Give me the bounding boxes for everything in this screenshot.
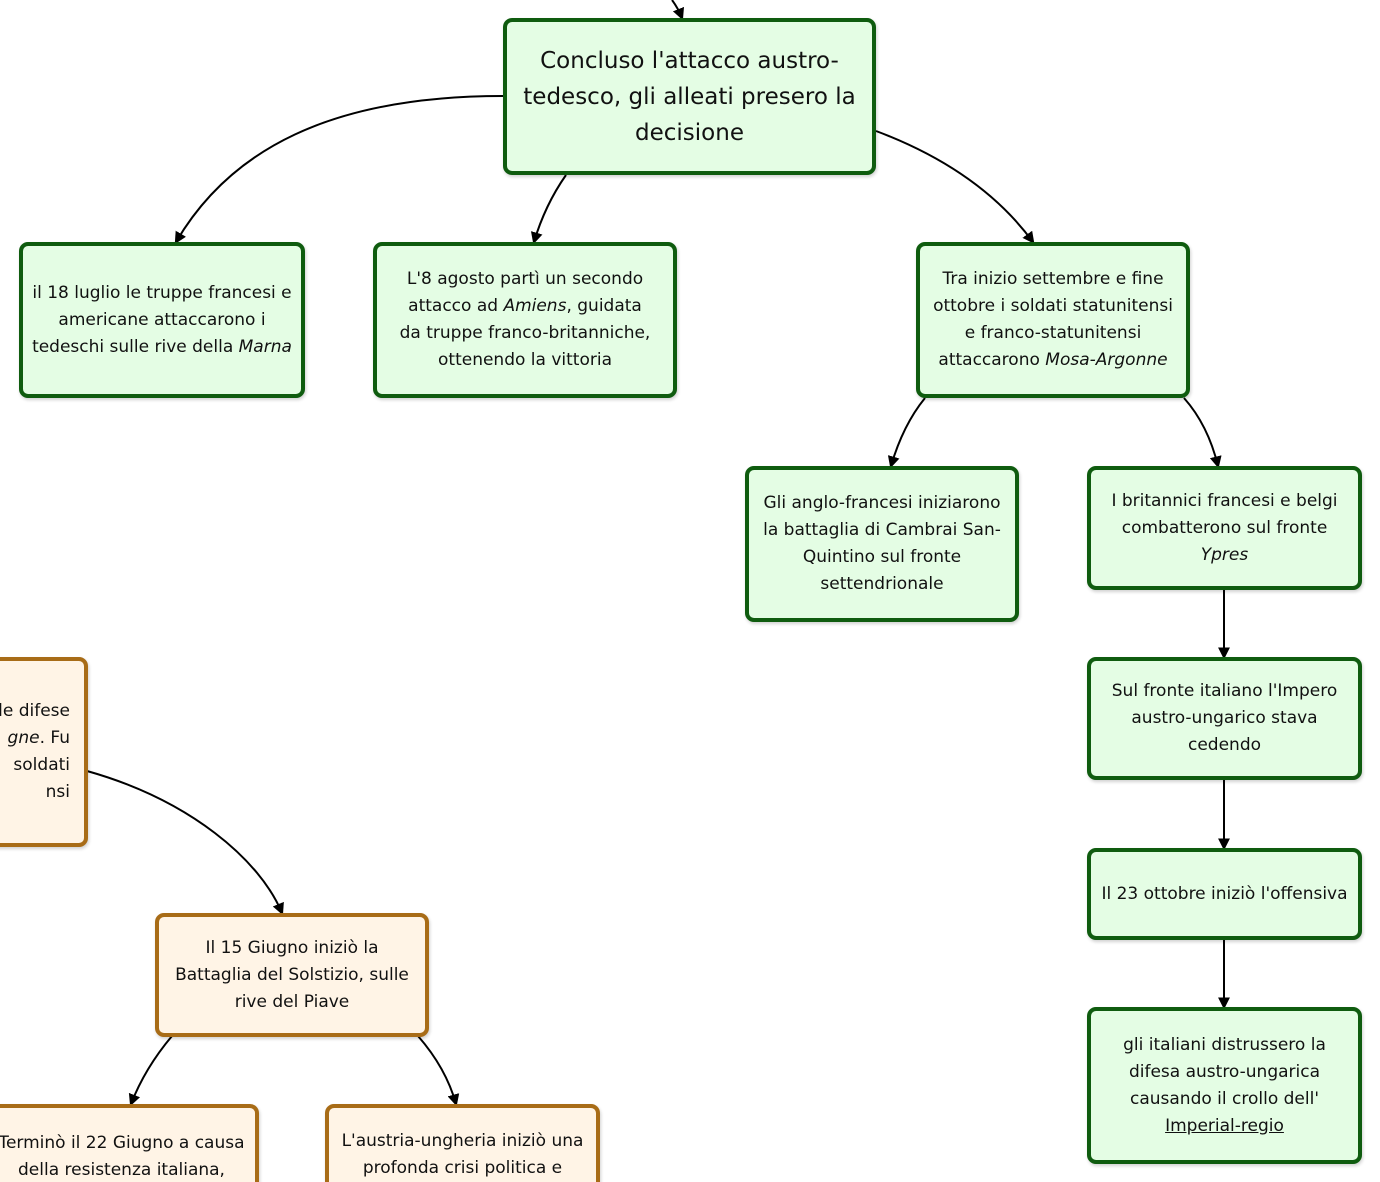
edge-root-marna <box>174 95 504 245</box>
node-mosa-argonne[interactable]: Tra inizio settembre e fine ottobre i so… <box>916 242 1190 398</box>
edge-solstizio-austria <box>417 1035 460 1107</box>
node-ypres[interactable]: I britannici francesi e belgi combattero… <box>1087 466 1362 590</box>
node-amiens[interactable]: L'8 agosto partì un secondo attacco ad A… <box>373 242 677 398</box>
node-amiens-em: Amiens <box>503 296 567 316</box>
node-mosa-em: Mosa-Argonne <box>1045 350 1168 370</box>
node-termino[interactable]: Terminò il 22 Giugno a causa della resis… <box>0 1104 259 1182</box>
node-termino-text: Terminò il 22 Giugno a causa della resis… <box>0 1133 245 1180</box>
node-fronte-italiano[interactable]: Sul fronte italiano l'Impero austro-unga… <box>1087 657 1362 780</box>
node-cambrai[interactable]: Gli anglo-francesi iniziarono la battagl… <box>745 466 1019 622</box>
node-difese-text: le difese gne. Fu soldati nsi <box>0 701 70 802</box>
imperial-regio-link[interactable]: Imperial-regio <box>1165 1115 1284 1136</box>
node-solstizio-text: Il 15 Giugno iniziò la Battaglia del Sol… <box>175 937 409 1012</box>
node-ypres-text: I britannici francesi e belgi combattero… <box>1111 490 1338 565</box>
edge-root-amiens <box>530 174 567 245</box>
edge-root-mosa <box>875 130 1035 244</box>
node-austria-text: L'austria-ungheria iniziò una profonda c… <box>341 1131 584 1178</box>
edge-difese-solstizio <box>86 770 284 916</box>
node-marna[interactable]: il 18 luglio le truppe francesi e americ… <box>19 242 305 398</box>
node-marna-em: Marna <box>238 336 292 357</box>
edge-mosa-cambrai <box>887 397 926 469</box>
edge-into-root <box>671 0 685 21</box>
node-23-ottobre[interactable]: Il 23 ottobre iniziò l'offensiva <box>1087 848 1362 940</box>
node-austria-crisi[interactable]: L'austria-ungheria iniziò una profonda c… <box>325 1104 600 1182</box>
edge-solstizio-termino <box>128 1035 173 1107</box>
node-imperial-regio[interactable]: gli italiani distrussero la difesa austr… <box>1087 1007 1362 1164</box>
node-difese-partial[interactable]: le difese gne. Fu soldati nsi <box>0 657 88 847</box>
node-solstizio[interactable]: Il 15 Giugno iniziò la Battaglia del Sol… <box>155 913 429 1037</box>
node-ottobre-text: Il 23 ottobre iniziò l'offensiva <box>1101 883 1348 904</box>
node-italiano-text: Sul fronte italiano l'Impero austro-unga… <box>1111 681 1338 755</box>
node-amiens-text: L'8 agosto partì un secondo attacco ad A… <box>399 269 651 370</box>
node-cambrai-text: Gli anglo-francesi iniziarono la battagl… <box>763 493 1001 594</box>
node-ypres-em: Ypres <box>1200 544 1249 565</box>
node-root-text: Concluso l'attacco austro-tedesco, gli a… <box>523 47 856 146</box>
edge-mosa-ypres <box>1183 397 1222 469</box>
node-root[interactable]: Concluso l'attacco austro-tedesco, gli a… <box>503 18 876 175</box>
node-marna-text: il 18 luglio le truppe francesi e americ… <box>32 282 292 357</box>
node-mosa-text: Tra inizio settembre e fine ottobre i so… <box>933 269 1173 370</box>
node-imperial-text: gli italiani distrussero la difesa austr… <box>1123 1034 1326 1136</box>
